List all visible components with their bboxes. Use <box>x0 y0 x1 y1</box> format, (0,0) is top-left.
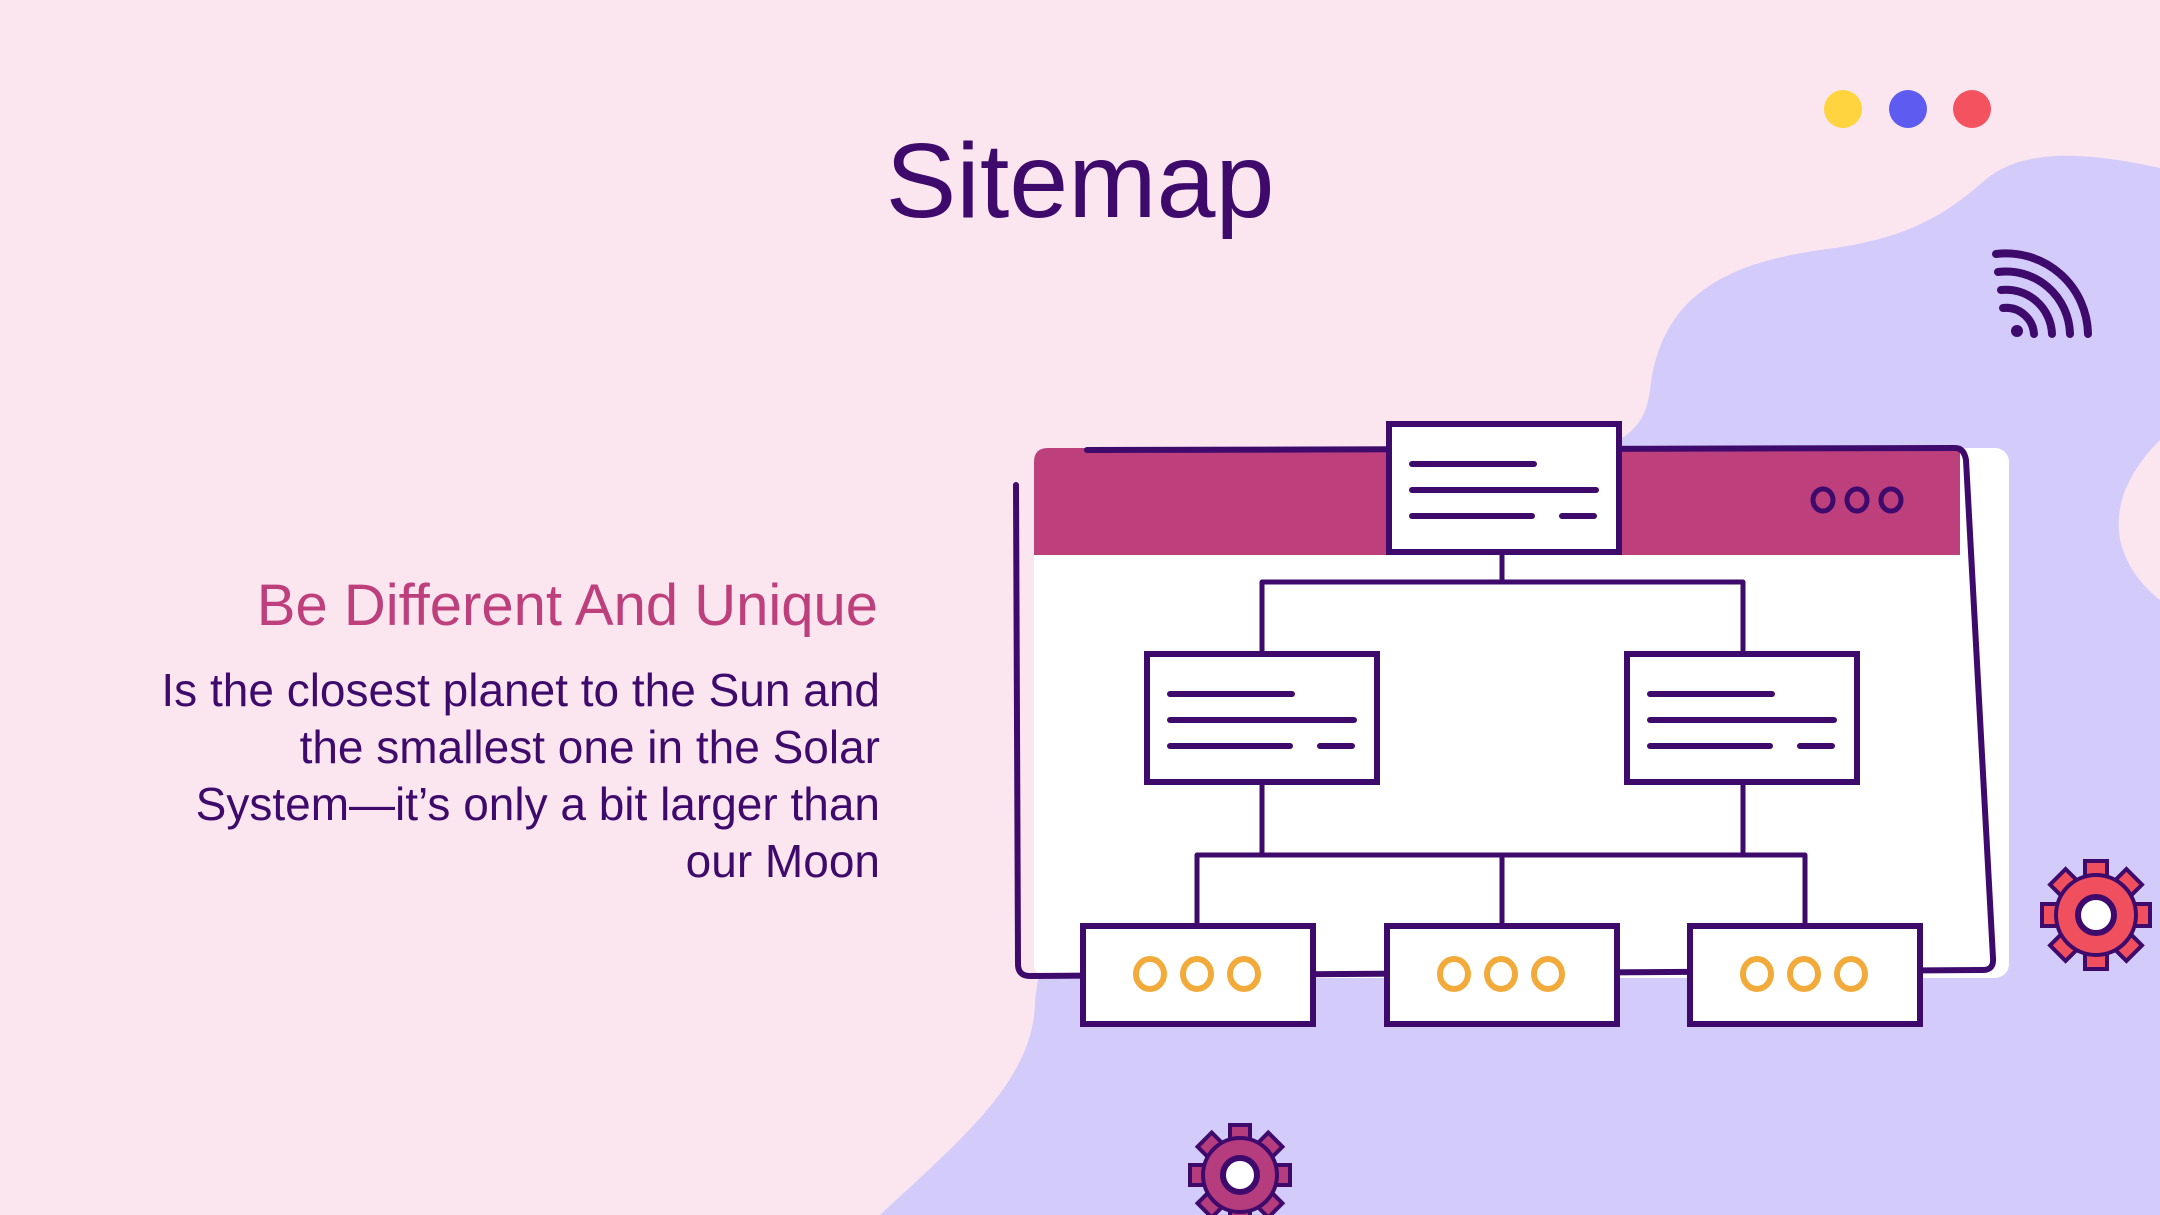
yellow-dot <box>1824 90 1862 128</box>
sitemap-diagram-icon <box>1016 424 2009 1024</box>
diagram-node-top <box>1389 424 1619 552</box>
window-dots-icon <box>1824 90 1991 128</box>
red-dot <box>1953 90 1991 128</box>
gear-icon <box>2042 861 2150 969</box>
slide-subtitle: Be Different And Unique <box>120 574 878 638</box>
diagram-node-bottom-middle <box>1387 926 1617 1024</box>
slide-title: Sitemap <box>0 128 2160 234</box>
diagram-node-middle-right <box>1627 654 1857 782</box>
gear-icon <box>1190 1125 1290 1215</box>
diagram-node-bottom-right <box>1690 926 1920 1024</box>
diagram-node-bottom-left <box>1083 926 1313 1024</box>
blue-dot <box>1889 90 1927 128</box>
wifi-dot <box>2011 325 2023 337</box>
slide-body-text: Is the closest planet to the Sun and the… <box>140 662 880 890</box>
diagram-node-middle-left <box>1147 654 1377 782</box>
